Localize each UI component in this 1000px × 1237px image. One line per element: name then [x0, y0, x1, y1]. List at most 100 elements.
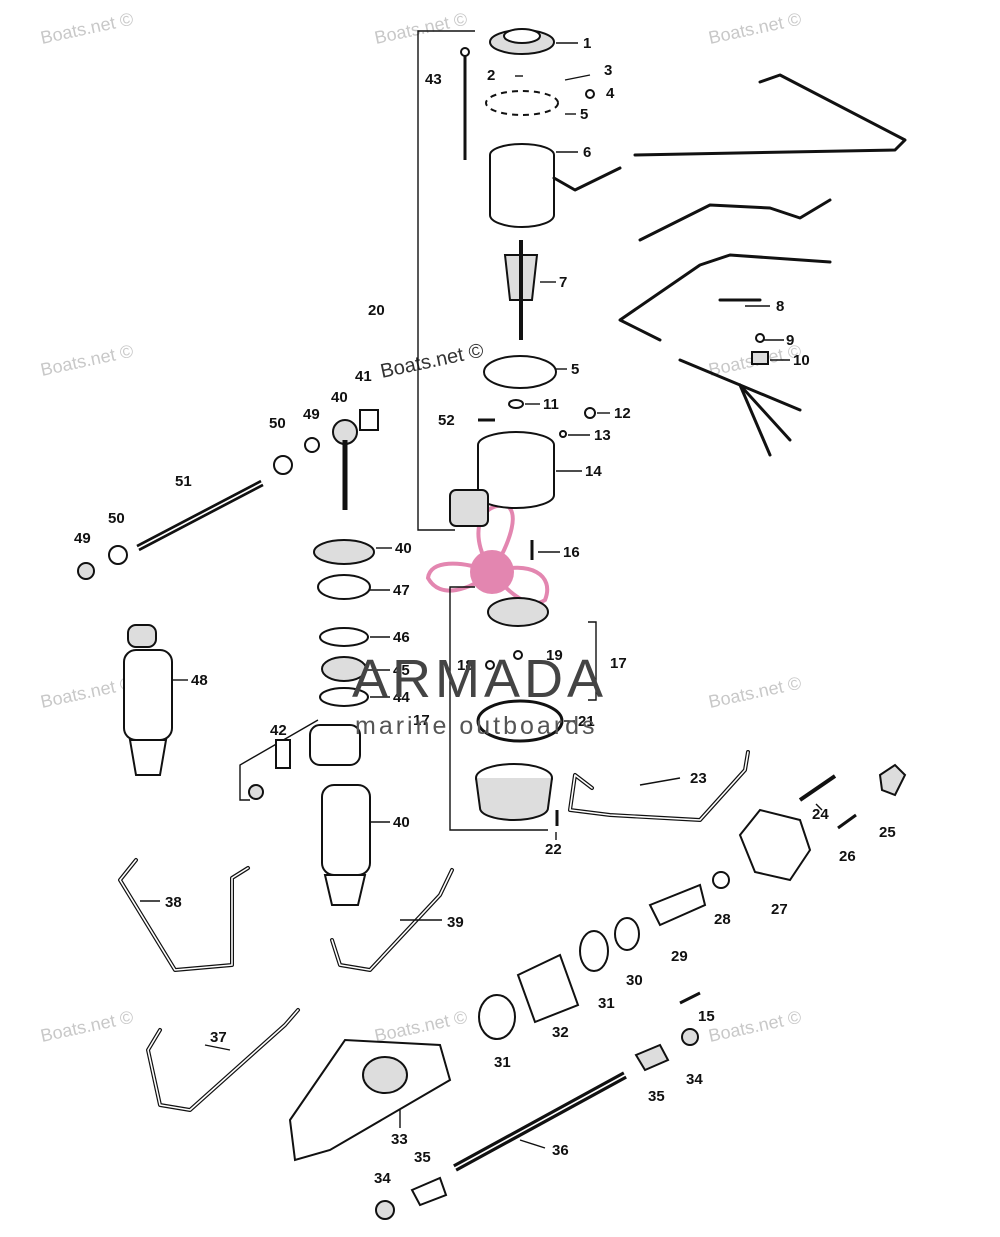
small-washer	[559, 430, 567, 438]
watermark: Boats.net ©	[707, 673, 803, 712]
callout-14: 14	[585, 463, 602, 480]
callout-41: 41	[355, 368, 372, 385]
callout-23: 23	[690, 770, 707, 787]
callout-47: 47	[393, 582, 410, 599]
pump-gear	[487, 597, 549, 627]
callout-45: 45	[393, 662, 410, 679]
tube-38	[118, 858, 250, 972]
callout-9: 9	[786, 332, 794, 349]
callout-22: 22	[545, 841, 562, 858]
callout-31a: 31	[598, 995, 615, 1012]
group-bracket-17	[449, 586, 548, 831]
tube-23	[568, 750, 750, 822]
bolt-24	[798, 774, 837, 802]
end-head-part	[477, 445, 555, 509]
valve-body-27	[738, 808, 812, 882]
wiring-harness	[618, 73, 907, 457]
brush-plate-part	[485, 90, 559, 116]
callout-13: 13	[594, 427, 611, 444]
manifold-port	[362, 1056, 408, 1094]
callout-2: 2	[487, 67, 495, 84]
filter-32	[516, 953, 580, 1024]
callout-18: 18	[457, 657, 474, 674]
pump-assembly	[475, 597, 564, 826]
callout-11: 11	[543, 396, 559, 413]
callout-8: 8	[776, 298, 784, 315]
tube-39-highlight	[331, 869, 453, 971]
bolt-42	[248, 784, 264, 800]
callout-34a: 34	[686, 1071, 703, 1088]
leader-lines	[140, 42, 823, 1149]
callout-28: 28	[714, 911, 731, 928]
callout-51: 51	[175, 473, 192, 490]
bushing-41	[359, 409, 379, 431]
callout-40a: 40	[331, 389, 348, 406]
cylinder-clevis-40	[323, 874, 367, 906]
washer-part	[508, 399, 524, 409]
callout-24: 24	[812, 806, 829, 823]
manifold-33	[288, 1038, 452, 1162]
brand-tagline: marine outboards	[355, 712, 598, 740]
callout-19: 19	[546, 647, 563, 664]
callout-labels: 1 2 3 4 5 6 7 8 9 10 5 11 12 13 14 52 16…	[74, 35, 896, 1187]
tube-38-highlight	[119, 859, 249, 971]
fitting-35	[634, 1043, 670, 1072]
watermark: Boats.net ©	[373, 9, 469, 48]
nut-34	[681, 1028, 699, 1046]
callout-49a: 49	[303, 406, 320, 423]
callout-6: 6	[583, 144, 591, 161]
callout-4: 4	[606, 85, 615, 102]
callout-30: 30	[626, 972, 643, 989]
callout-34b: 34	[374, 1170, 391, 1187]
callout-20: 20	[368, 302, 385, 319]
valve-29	[648, 883, 707, 927]
callout-10: 10	[793, 352, 810, 369]
o-ring-28	[712, 871, 730, 889]
watermark: Boats.net ©	[39, 1007, 135, 1046]
callout-35b: 35	[414, 1149, 431, 1166]
nut-4	[585, 89, 595, 99]
callout-50b: 50	[108, 510, 125, 527]
washer-50	[273, 455, 293, 475]
callout-50a: 50	[269, 415, 286, 432]
end-cap-top	[503, 28, 541, 44]
wire-lead	[638, 198, 832, 242]
piston-cap-40	[313, 539, 375, 565]
callout-48: 48	[191, 672, 208, 689]
screw-part	[584, 407, 596, 419]
piston-45	[321, 656, 367, 682]
wire-harness-8	[618, 253, 832, 342]
callout-29: 29	[671, 948, 688, 965]
group-bracket-20	[417, 30, 475, 531]
group-bracket-17b	[588, 621, 597, 701]
watermark: Boats.net ©	[707, 9, 803, 48]
callout-49b: 49	[74, 530, 91, 547]
pump-base-part	[475, 777, 553, 821]
left-cylinder-assembly	[77, 409, 379, 906]
callout-17a: 17	[413, 712, 430, 729]
ball-18	[485, 660, 495, 670]
wire-lead	[633, 73, 907, 157]
nut-49b	[77, 562, 95, 580]
wire-lead	[738, 383, 792, 442]
callout-27: 27	[771, 901, 788, 918]
trim-cylinder-48	[123, 649, 173, 741]
callout-25: 25	[879, 824, 896, 841]
callout-39: 39	[447, 914, 464, 931]
nut-49	[304, 437, 320, 453]
callout-40b: 40	[395, 540, 412, 557]
trim-cylinder-40	[321, 784, 371, 876]
callout-31b: 31	[494, 1054, 511, 1071]
watermark: Boats.net ©	[707, 1007, 803, 1046]
callout-3: 3	[604, 62, 612, 79]
brand-name: ARMADA	[352, 649, 607, 709]
callout-5b: 5	[571, 361, 579, 378]
tube-23-highlight	[569, 751, 749, 821]
callout-12: 12	[614, 405, 631, 422]
screw-3	[564, 74, 591, 81]
callout-32: 32	[552, 1024, 569, 1041]
callout-37: 37	[210, 1029, 227, 1046]
o-ring-part	[483, 355, 557, 389]
fitting-35b	[410, 1176, 448, 1207]
armada-logo	[425, 502, 549, 606]
